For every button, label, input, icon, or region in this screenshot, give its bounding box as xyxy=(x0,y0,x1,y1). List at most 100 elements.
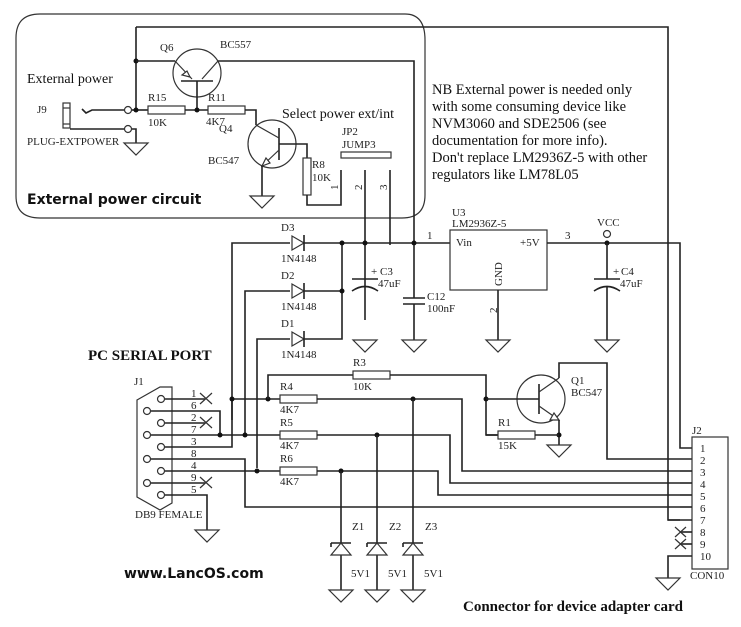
z1-value: 5V1 xyxy=(351,568,370,580)
u3-ref: U3 xyxy=(452,207,466,219)
resistor-r6 xyxy=(279,466,318,476)
j1-pin-5: 5 xyxy=(191,484,197,496)
jp2-value: JUMP3 xyxy=(342,139,376,151)
d1-value: 1N4148 xyxy=(281,349,317,361)
transistor-q4 xyxy=(247,119,300,169)
j1-pin-3: 3 xyxy=(191,436,197,448)
resistor-r11 xyxy=(207,105,246,115)
transistor-q6 xyxy=(172,48,222,110)
j1-pin-9: 9 xyxy=(191,472,197,484)
d2-ref: D2 xyxy=(281,270,294,282)
c4-ref: C4 xyxy=(621,266,634,278)
q1-ref: Q1 xyxy=(571,375,584,387)
svg-text:with some consuming device lik: with some consuming device like xyxy=(432,99,626,115)
svg-text:2: 2 xyxy=(700,455,706,467)
resistor-r5 xyxy=(279,430,318,440)
ground-icon xyxy=(363,589,391,603)
svg-text:6: 6 xyxy=(700,503,706,515)
svg-text:4: 4 xyxy=(700,479,706,491)
db9-pins xyxy=(142,394,166,500)
junction xyxy=(133,107,139,113)
capacitor-c3 xyxy=(351,278,379,292)
ground-icon xyxy=(545,444,573,458)
zener-z1 xyxy=(329,542,353,556)
j1-pin-2: 2 xyxy=(191,412,197,424)
svg-text:documentation for more info).: documentation for more info). xyxy=(432,133,608,149)
c3-ref: C3 xyxy=(380,266,393,278)
d1-ref: D1 xyxy=(281,318,294,330)
jp2-pin-3: 3 xyxy=(378,184,390,190)
r15-ref: R15 xyxy=(148,92,167,104)
j2-pin-numbers: 1 2 3 4 5 6 7 8 9 10 xyxy=(700,443,712,563)
wire-j2-gnd xyxy=(667,555,692,578)
ground-icon xyxy=(193,529,221,543)
vcc-terminal xyxy=(602,229,612,239)
j1-pin-4: 4 xyxy=(191,460,197,472)
d2-value: 1N4148 xyxy=(281,301,317,313)
z3-value: 5V1 xyxy=(424,568,443,580)
r6-ref: R6 xyxy=(280,453,293,465)
z2-value: 5V1 xyxy=(388,568,407,580)
capacitor-c4 xyxy=(593,243,621,340)
db9-connector-body xyxy=(136,386,173,511)
svg-text:regulators like LM78L05: regulators like LM78L05 xyxy=(432,167,579,183)
wire-r8-jp2 xyxy=(306,170,342,206)
c4-polarity: + xyxy=(613,266,619,278)
j2-ref: J2 xyxy=(692,425,702,437)
no-connect-icon xyxy=(199,416,213,429)
zener-z2 xyxy=(365,542,389,556)
d3-value: 1N4148 xyxy=(281,253,317,265)
c12-ref: C12 xyxy=(427,291,445,303)
j9-plug-body xyxy=(62,102,71,129)
diode-d2 xyxy=(291,282,306,300)
r15-value: 10K xyxy=(148,117,167,129)
q4-ref: Q4 xyxy=(219,123,233,135)
external-power-label: External power xyxy=(27,72,113,87)
select-power-label: Select power ext/int xyxy=(282,107,394,122)
j1-pin-7: 7 xyxy=(191,424,197,436)
u3-pin-out: +5V xyxy=(520,237,540,249)
c12-value: 100nF xyxy=(427,303,455,315)
resistor-r8 xyxy=(302,157,312,196)
wire-q6-collector xyxy=(218,60,415,245)
u3-pin-3: 3 xyxy=(565,230,571,242)
z2-ref: Z2 xyxy=(389,521,401,533)
r11-ref: R11 xyxy=(208,92,226,104)
q6-ref: Q6 xyxy=(160,42,174,54)
wire-r11-q4 xyxy=(245,109,257,125)
r1-ref: R1 xyxy=(498,417,511,429)
ground-icon xyxy=(484,339,512,353)
r1-value: 15K xyxy=(498,440,517,452)
external-power-circuit-title: External power circuit xyxy=(27,192,202,208)
jp2-ref: JP2 xyxy=(342,126,358,138)
svg-text:NVM3060 and SDE2506 (see: NVM3060 and SDE2506 (see xyxy=(432,116,606,132)
z3-ref: Z3 xyxy=(425,521,438,533)
wire-d3-in xyxy=(231,242,290,420)
j9-ref: J9 xyxy=(37,104,47,116)
u3-pin-vin: Vin xyxy=(456,237,472,249)
q4-value: BC547 xyxy=(208,155,240,167)
r6-value: 4K7 xyxy=(280,476,299,488)
svg-text:8: 8 xyxy=(700,527,706,539)
resistor-r3 xyxy=(352,370,391,380)
diode-d1 xyxy=(291,330,306,348)
r3-ref: R3 xyxy=(353,357,366,369)
svg-text:7: 7 xyxy=(700,515,706,527)
c3-polarity: + xyxy=(371,266,377,278)
c4-value: 47uF xyxy=(620,278,643,290)
no-connect-icon xyxy=(674,538,687,550)
q6-value: BC557 xyxy=(220,39,252,51)
ground-icon xyxy=(248,195,276,209)
u3-pin-2: 2 xyxy=(488,308,500,314)
j1-pin-6: 6 xyxy=(191,400,197,412)
r8-ref: R8 xyxy=(312,159,325,171)
u3-pin-gnd: GND xyxy=(493,262,505,286)
svg-text:Don't replace LM2936Z-5 with o: Don't replace LM2936Z-5 with other xyxy=(432,150,647,166)
connector-caption: Connector for device adapter card xyxy=(463,599,684,615)
r4-value: 4K7 xyxy=(280,404,299,416)
design-note: NB External power is needed only with so… xyxy=(432,82,647,183)
r4-ref: R4 xyxy=(280,381,293,393)
transistor-q1 xyxy=(486,374,566,424)
svg-text:NB External power is needed on: NB External power is needed only xyxy=(432,82,633,98)
j1-ref: J1 xyxy=(134,376,144,388)
